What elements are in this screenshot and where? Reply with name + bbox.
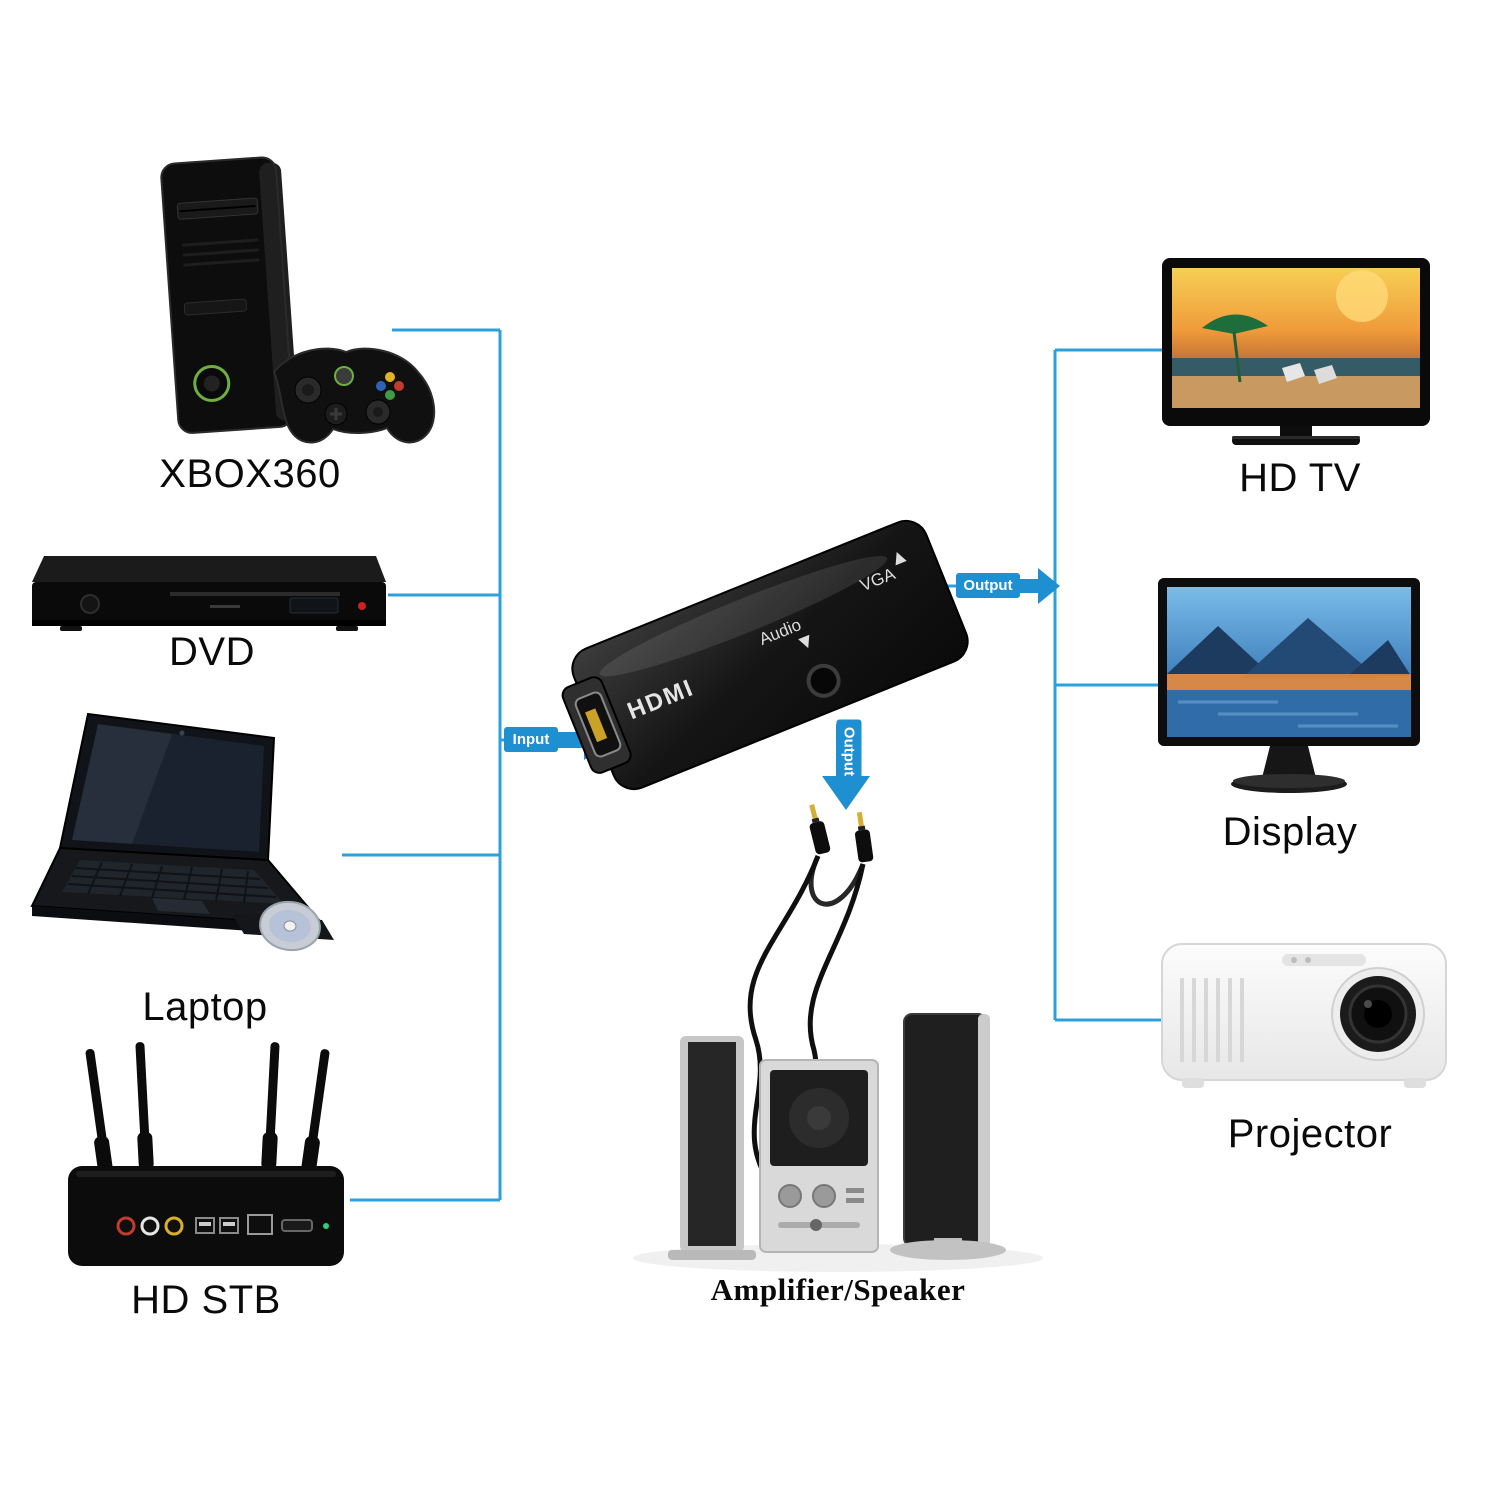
dvd-label: DVD xyxy=(169,630,255,674)
output-right-flow-label: Output xyxy=(956,573,1020,598)
xbox-controller-illustration xyxy=(272,347,436,444)
audio-plug-icon xyxy=(809,804,831,855)
audio-plug-icon xyxy=(854,811,874,863)
hd-stb-label: HD STB xyxy=(131,1278,281,1322)
projector-label: Projector xyxy=(1227,1112,1393,1156)
projector-illustration xyxy=(1161,943,1447,1088)
laptop-illustration xyxy=(30,712,334,952)
connection-lines xyxy=(342,328,1165,1202)
display-monitor-illustration xyxy=(1158,578,1420,793)
hd-tv-label: HD TV xyxy=(1239,456,1361,500)
hd-tv-illustration xyxy=(1162,258,1430,445)
output-down-flow-label: Output xyxy=(836,719,862,784)
adapter-audio-arrow-icon xyxy=(798,634,810,649)
xbox360-illustration xyxy=(160,156,436,444)
amplifier-speaker-illustration xyxy=(633,804,1043,1272)
hd-stb-illustration xyxy=(68,1042,344,1266)
dvd-player-illustration xyxy=(32,556,386,631)
display-label: Display xyxy=(1222,810,1358,854)
laptop-label: Laptop xyxy=(142,985,268,1029)
output-right-arrow-icon xyxy=(1020,568,1060,604)
input-flow-label: Input xyxy=(504,727,558,752)
hdmi-vga-adapter-illustration: HDMI Audio VGA xyxy=(561,519,969,791)
adapter-vga-arrow-icon xyxy=(895,552,907,566)
xbox360-label: XBOX360 xyxy=(159,452,341,496)
amplifier-speaker-label: Amplifier/Speaker xyxy=(710,1272,966,1307)
